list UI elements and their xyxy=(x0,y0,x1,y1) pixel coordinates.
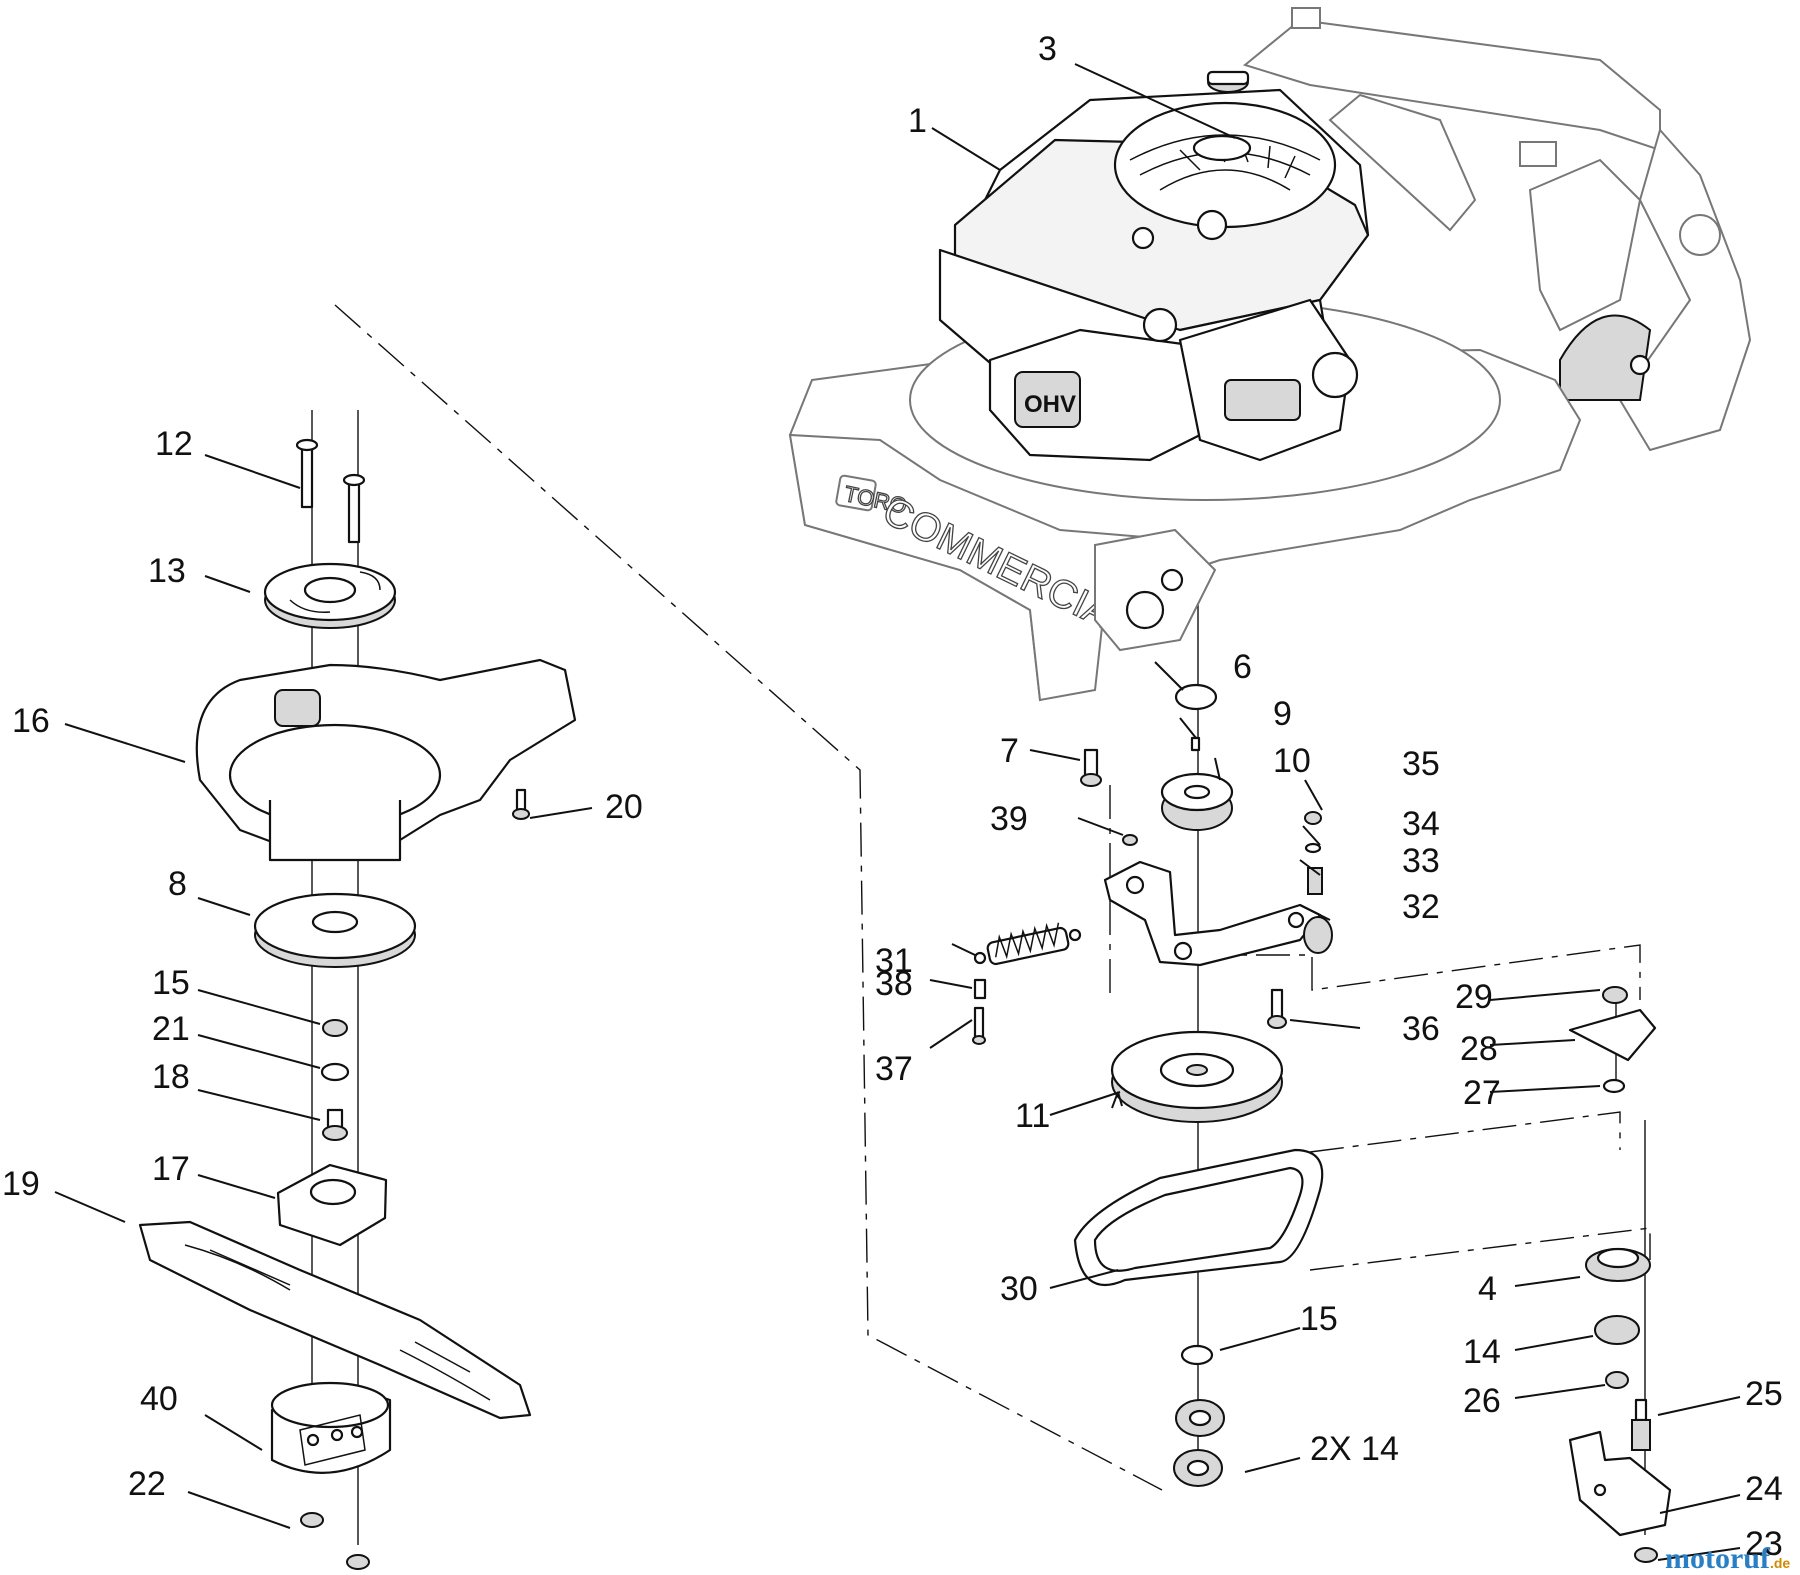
callout-21: 21 xyxy=(152,1010,190,1048)
callout-10: 10 xyxy=(1273,742,1311,780)
callout-35: 35 xyxy=(1402,745,1440,783)
callout-7: 7 xyxy=(1000,732,1019,770)
part-21-washer xyxy=(320,1062,350,1082)
callout-24: 24 xyxy=(1745,1470,1783,1508)
part-22-nut-a xyxy=(300,1512,324,1528)
part-15-washer-left xyxy=(322,1019,348,1037)
callout-34: 34 xyxy=(1402,805,1440,843)
callout-30: 30 xyxy=(1000,1270,1038,1308)
callout-27: 27 xyxy=(1463,1074,1501,1112)
part-20-screw xyxy=(512,788,530,820)
part-26-washer xyxy=(1605,1371,1629,1389)
part-35-nut xyxy=(1304,811,1322,825)
part-19-blade xyxy=(138,1220,532,1420)
callout-37: 37 xyxy=(875,1050,913,1088)
part-25-shaft xyxy=(1631,1398,1651,1451)
callout-12: 12 xyxy=(155,425,193,463)
callout-13: 13 xyxy=(148,552,186,590)
part-17-blade-adapter xyxy=(276,1163,388,1247)
engine-badge-plate xyxy=(1014,371,1081,428)
callout-22: 22 xyxy=(128,1465,166,1503)
blade-assembly-parts xyxy=(138,438,577,1570)
part-10-bearing xyxy=(1160,772,1234,831)
part-4-seal xyxy=(1585,1247,1651,1282)
part-29-pin xyxy=(1602,986,1628,1004)
leader-lines xyxy=(54,63,1741,1561)
callout-38: 38 xyxy=(875,965,913,1003)
part-37-bolt xyxy=(972,1006,986,1045)
callout-3: 3 xyxy=(1038,30,1057,68)
callout-15: 15 xyxy=(152,964,190,1002)
callout-14: 14 xyxy=(1463,1333,1501,1371)
part-34-washer xyxy=(1304,842,1322,854)
callout-39: 39 xyxy=(990,800,1028,838)
callout-16: 16 xyxy=(12,702,50,740)
callout-labels: 3 1 6 9 10 7 39 35 34 33 32 31 38 37 36 … xyxy=(2,30,1783,1563)
part-14-bearing-right xyxy=(1594,1315,1640,1345)
callout-36: 36 xyxy=(1402,1010,1440,1048)
part-24-bracket xyxy=(1568,1430,1672,1537)
ohv-badge: OHV xyxy=(1024,391,1076,418)
callout-26: 26 xyxy=(1463,1382,1501,1420)
callout-28: 28 xyxy=(1460,1030,1498,1068)
watermark-suffix: .de xyxy=(1770,1555,1790,1571)
callout-18: 18 xyxy=(152,1058,190,1096)
part-11-pulley xyxy=(1110,1030,1284,1123)
callout-9: 9 xyxy=(1273,695,1292,733)
callout-11: 11 xyxy=(1015,1097,1050,1135)
callout-23: 23 xyxy=(1745,1525,1783,1563)
part-12-bolts xyxy=(295,438,366,544)
watermark: motoruf.de xyxy=(1665,1542,1790,1575)
part-9-key xyxy=(1190,736,1201,752)
callout-4: 4 xyxy=(1478,1270,1497,1308)
part-23-nut xyxy=(1634,1547,1658,1563)
watermark-text: motoruf.de xyxy=(1665,1542,1790,1575)
callout-2x14: 2X 14 xyxy=(1310,1430,1399,1468)
belt-drive-parts xyxy=(972,683,1672,1563)
part-27-washer xyxy=(1602,1078,1626,1094)
part-6-spacer xyxy=(1174,683,1218,711)
part-14-bearings xyxy=(1173,1399,1225,1487)
part-15-washer-lower xyxy=(1180,1344,1214,1366)
callout-33: 33 xyxy=(1402,842,1440,880)
callout-19: 19 xyxy=(2,1165,40,1203)
part-31-spring xyxy=(973,922,1082,966)
callout-31: 31 xyxy=(875,942,913,980)
part-16-housing xyxy=(195,658,577,862)
callout-17: 17 xyxy=(152,1150,190,1188)
part-28-bracket xyxy=(1568,1008,1657,1062)
callout-20: 20 xyxy=(605,788,643,826)
callout-29: 29 xyxy=(1455,978,1493,1016)
part-39-nut xyxy=(1122,834,1138,846)
callout-32: 32 xyxy=(1402,888,1440,926)
callout-6: 6 xyxy=(1233,648,1252,686)
callout-1: 1 xyxy=(908,102,927,140)
part-13-adapter xyxy=(263,562,397,629)
callout-15b: 15 xyxy=(1300,1300,1338,1338)
part-40-cup xyxy=(270,1381,392,1474)
part-38-pin xyxy=(973,978,987,1000)
callout-40: 40 xyxy=(140,1380,178,1418)
callout-25: 25 xyxy=(1745,1375,1783,1413)
part-8-plate xyxy=(253,892,417,968)
callout-8: 8 xyxy=(168,865,187,903)
mower-deck-engine-assembly: TORO COMMERCIAL OHV xyxy=(788,7,1752,702)
part-30-belt xyxy=(1073,1148,1324,1286)
part-7-bolt xyxy=(1080,748,1102,787)
part-36-bolt xyxy=(1267,988,1287,1029)
part-18-bolt xyxy=(322,1108,348,1141)
part-22-nut-b xyxy=(346,1554,370,1570)
